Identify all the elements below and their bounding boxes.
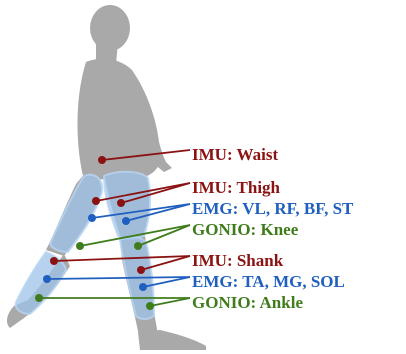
gonio-leader-ankle-front (150, 298, 190, 306)
label-emg-shank: EMG: TA, MG, SOL (192, 272, 345, 291)
imu-sensor-dot-shank-back (50, 257, 58, 265)
imu-sensor-dot-thigh-front (117, 199, 125, 207)
label-gonio-ankle: GONIO: Ankle (192, 293, 303, 312)
imu-sensor-dot-shank-front (137, 266, 145, 274)
gonio-sensor-dot-knee-front (134, 242, 142, 250)
imu-sensor-dot-waist (98, 156, 106, 164)
emg-sensor-dot-shank-front (139, 283, 147, 291)
emg-sensor-dot-shank-back (43, 275, 51, 283)
gonio-sensor-dot-ankle-front (146, 302, 154, 310)
label-gonio-knee: GONIO: Knee (192, 220, 299, 239)
front-thigh-band (104, 172, 150, 239)
emg-leader-shank-back (47, 277, 190, 279)
sensor-labels: IMU: Waist IMU: Thigh EMG: VL, RF, BF, S… (192, 145, 354, 312)
emg-sensor-dot-thigh-front (122, 217, 130, 225)
label-imu-shank: IMU: Shank (192, 251, 284, 270)
gonio-sensor-dot-ankle-back (35, 294, 43, 302)
label-imu-thigh: IMU: Thigh (192, 178, 281, 197)
label-emg-thigh: EMG: VL, RF, BF, ST (192, 199, 354, 218)
emg-sensor-dot-thigh-back (88, 214, 96, 222)
imu-sensor-dot-thigh-back (92, 197, 100, 205)
label-imu-waist: IMU: Waist (192, 145, 278, 164)
gonio-sensor-dot-knee-back (76, 242, 84, 250)
